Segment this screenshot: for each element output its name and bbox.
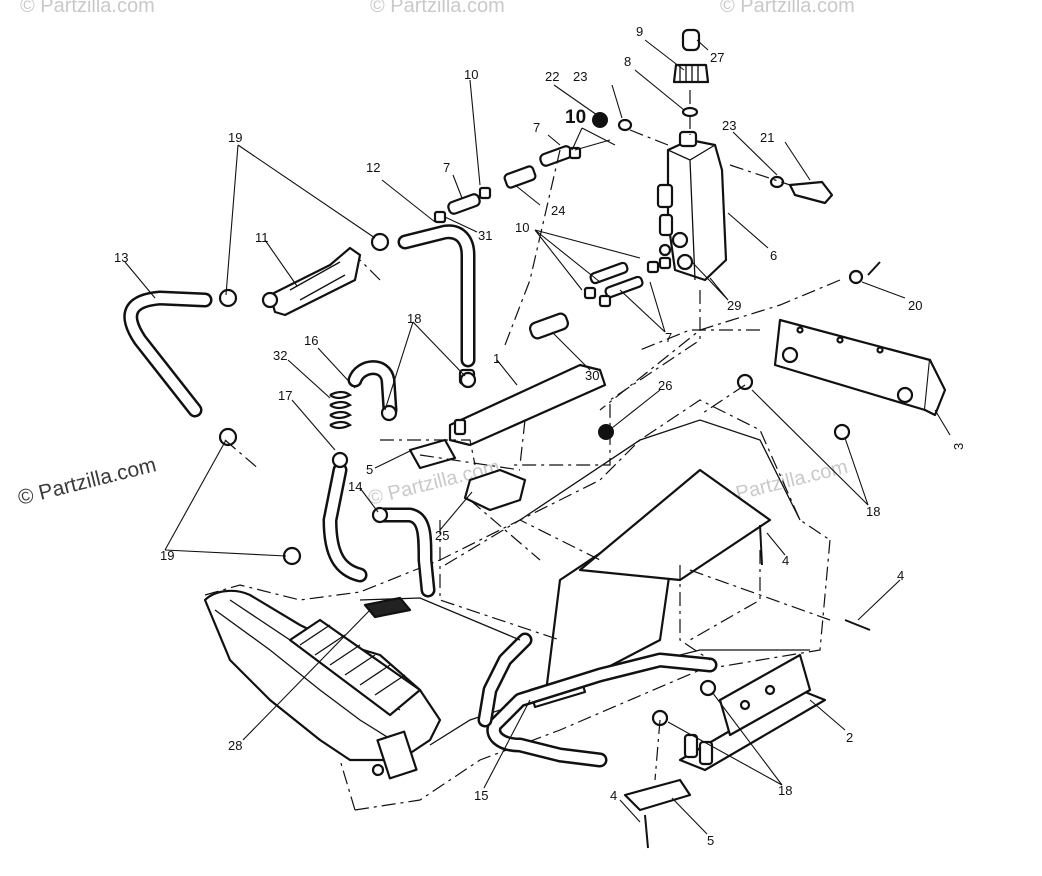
partzilla-watermark: © Partzilla.com <box>16 453 159 510</box>
bracket-5-lower <box>623 778 692 812</box>
callout-19-top: 19 <box>228 130 242 145</box>
fittings-top <box>433 145 672 308</box>
callout-11: 11 <box>255 230 269 245</box>
callout-20: 20 <box>908 298 922 313</box>
bracket-1 <box>448 363 607 447</box>
callout-15: 15 <box>474 788 488 803</box>
callout-19-low: 19 <box>160 548 174 563</box>
watermark-top-center: © Partzilla.com <box>370 0 505 17</box>
callout-28: 28 <box>228 738 242 753</box>
callout-labels: 9 27 8 22 23 10 10 7 23 21 19 12 7 24 31… <box>114 24 966 848</box>
washer-23-top <box>617 118 633 132</box>
callout-5-upper: 5 <box>366 462 373 477</box>
callout-18-top: 18 <box>407 311 421 326</box>
bracket-3 <box>773 318 947 417</box>
bracket-5-upper <box>408 438 457 470</box>
callout-12: 12 <box>366 160 380 175</box>
assembly-lines <box>224 90 841 781</box>
callout-18-low: 18 <box>778 783 792 798</box>
callout-13: 13 <box>114 250 128 265</box>
callout-26: 26 <box>658 378 672 393</box>
spring-32 <box>329 390 353 430</box>
callout-25: 25 <box>435 528 449 543</box>
callout-3: 3 <box>951 443 966 450</box>
leader-lines <box>124 39 951 835</box>
bracket-25 <box>463 468 527 512</box>
callout-10-top: 10 <box>464 67 478 82</box>
callout-10-mid: 10 <box>515 220 529 235</box>
clamps <box>218 232 864 727</box>
callout-27: 27 <box>710 50 724 65</box>
callout-18-right: 18 <box>866 504 880 519</box>
callout-31: 31 <box>478 228 492 243</box>
callout-10-bold: 10 <box>565 107 586 128</box>
callout-29: 29 <box>727 298 741 313</box>
watermark-layer: © Partzilla.com © Partzilla.com © Partzi… <box>20 0 855 510</box>
mounting-plate-2 <box>678 653 827 772</box>
callout-6: 6 <box>770 248 777 263</box>
coolant-bottle-6 <box>656 130 728 282</box>
callout-21: 21 <box>760 130 774 145</box>
washer-23 <box>769 175 785 189</box>
filter-30 <box>528 312 570 340</box>
callout-14: 14 <box>348 479 362 494</box>
callout-8: 8 <box>624 54 631 69</box>
callout-23-top: 23 <box>573 69 587 84</box>
callout-17: 17 <box>278 388 292 403</box>
callout-30: 30 <box>585 368 599 383</box>
callout-7-top: 7 <box>533 120 540 135</box>
hoses <box>123 224 718 768</box>
grommet-22 <box>592 112 608 128</box>
filler-cap <box>672 28 710 118</box>
callout-24: 24 <box>551 203 565 218</box>
watermark-top-left: © Partzilla.com <box>20 0 155 17</box>
bolt-21 <box>788 180 834 205</box>
callout-16: 16 <box>304 333 318 348</box>
callout-2: 2 <box>846 730 853 745</box>
callout-7-low: 7 <box>665 330 672 345</box>
callout-23-right: 23 <box>722 118 736 133</box>
callout-32: 32 <box>273 348 287 363</box>
callout-9: 9 <box>636 24 643 39</box>
grommet-26 <box>598 424 614 440</box>
callout-1: 1 <box>493 351 500 366</box>
watermark-top-right: © Partzilla.com <box>720 0 855 17</box>
callout-4-low: 4 <box>610 788 617 803</box>
callout-5-low: 5 <box>707 833 714 848</box>
housing-11 <box>261 246 362 317</box>
callout-4-right: 4 <box>897 568 904 583</box>
callout-4-mid: 4 <box>782 553 789 568</box>
callout-7-mid: 7 <box>443 160 450 175</box>
callout-22: 22 <box>545 69 559 84</box>
